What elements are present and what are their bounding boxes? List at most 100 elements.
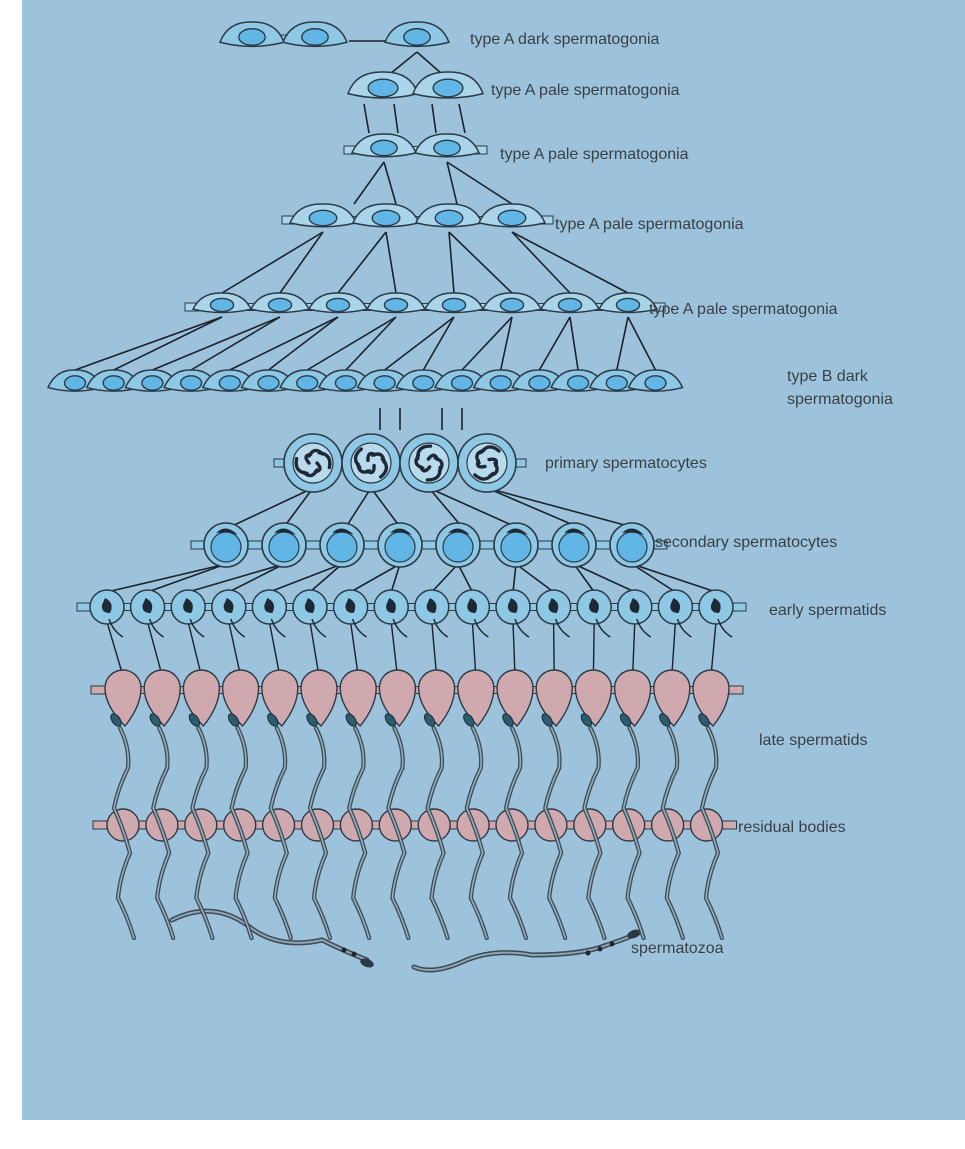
lineage-line — [569, 316, 579, 371]
acrosome-cap — [622, 528, 644, 535]
lineage-line — [616, 316, 629, 371]
lineage-line — [363, 103, 370, 134]
lineage-line — [511, 231, 571, 294]
spermatogonium-a-pale-4 — [423, 292, 485, 314]
nucleus — [548, 598, 559, 613]
lineage-line — [106, 621, 124, 677]
nucleus — [268, 531, 300, 563]
spermatogonium-a-pale-3 — [477, 203, 547, 228]
lineage-line — [306, 316, 397, 371]
lineage-line — [512, 621, 516, 677]
sperm-tail-core — [544, 727, 566, 939]
spermatogonium-a-pale-1 — [412, 71, 484, 99]
lineage-line — [515, 563, 555, 593]
lineage-line — [471, 621, 477, 677]
nucleus — [367, 78, 399, 98]
sperm-tail-core — [583, 727, 606, 939]
nucleus — [210, 531, 242, 563]
midpiece — [341, 947, 347, 953]
lineage-line — [370, 487, 401, 528]
lineage-line — [511, 231, 629, 294]
spermatogonium-a-pale-4 — [597, 292, 659, 314]
spermatogonium-a-pale-2 — [413, 133, 481, 158]
sperm-head — [541, 713, 553, 727]
lineage-line — [428, 487, 517, 528]
lineage-line — [190, 316, 281, 371]
spermatogonium-b-dark — [627, 369, 684, 392]
secondary-spermatocyte — [377, 522, 423, 568]
lineage-line — [431, 621, 438, 677]
lineage-line — [431, 103, 437, 134]
chromosome — [317, 450, 332, 470]
nucleus — [450, 375, 474, 391]
sperm-head — [149, 713, 161, 727]
stage-label-b-dark: spermatogonia — [787, 391, 893, 408]
nucleus — [223, 598, 234, 613]
late-spermatid — [182, 669, 221, 728]
sperm-head — [306, 713, 318, 727]
nucleus — [629, 598, 640, 613]
lineage-line — [627, 316, 657, 371]
spermatozoon — [169, 908, 374, 968]
flagellum — [636, 618, 652, 638]
cytoplasm — [574, 669, 613, 728]
nucleus — [426, 598, 437, 613]
lineage-line — [74, 316, 223, 371]
spermatogonium-a-pale-4 — [481, 292, 543, 314]
stage-label-residual: residual bodies — [738, 819, 846, 836]
cytoplasm — [613, 669, 652, 728]
nucleus — [489, 375, 512, 391]
stage-label-spermatozoa: spermatozoa — [631, 940, 724, 957]
nucleus — [304, 598, 315, 613]
nucleus — [433, 139, 461, 157]
nucleus — [644, 375, 667, 391]
early-spermatid — [454, 589, 491, 625]
nucleus — [441, 297, 467, 313]
lineage-line — [552, 621, 555, 677]
spermatogonium-a-pale-4 — [191, 292, 253, 314]
lineage-line — [461, 316, 513, 371]
sperm-head — [659, 713, 671, 727]
chromosome — [473, 471, 495, 481]
spermatozoon — [411, 929, 641, 973]
sperm-tail-core — [701, 727, 723, 939]
sperm-head — [360, 958, 374, 968]
nucleus — [63, 375, 87, 391]
sperm-tail-core — [152, 727, 174, 939]
lineage-line — [106, 563, 227, 593]
cytoplasm — [143, 669, 181, 728]
stage-label-primary: primary spermatocytes — [545, 455, 707, 472]
primary-spermatocyte — [399, 433, 459, 493]
sperm-tails — [108, 618, 733, 941]
lineage-line — [390, 621, 399, 677]
flagellum — [473, 618, 489, 638]
sperm-head — [698, 713, 710, 727]
lineage-line — [147, 563, 227, 593]
acrosome-cap — [332, 528, 354, 535]
nucleus — [264, 598, 275, 613]
nucleus — [442, 531, 474, 563]
lineage-line — [486, 487, 633, 528]
spermatogonium-a-pale-3 — [414, 203, 484, 228]
sperm-head — [384, 713, 397, 727]
nucleus — [566, 375, 590, 391]
stage-label-early: early spermatids — [769, 602, 886, 619]
sperm-head — [110, 713, 122, 727]
lineage-line — [229, 316, 339, 371]
nucleus — [301, 28, 329, 46]
flagellum — [595, 618, 611, 638]
bridge-end — [190, 540, 206, 550]
sperm-tail-core — [348, 727, 370, 939]
nucleus — [412, 375, 435, 391]
lineage-line — [269, 563, 343, 593]
sperm-tail-core — [622, 727, 645, 939]
nucleus — [371, 209, 401, 227]
cytoplasm — [221, 669, 260, 728]
spermatogonium-a-pale-2 — [350, 133, 418, 158]
late-spermatid — [261, 669, 299, 728]
midpiece — [597, 946, 603, 952]
nucleus — [296, 375, 319, 391]
nucleus — [102, 375, 125, 391]
early-spermatid — [414, 589, 450, 625]
